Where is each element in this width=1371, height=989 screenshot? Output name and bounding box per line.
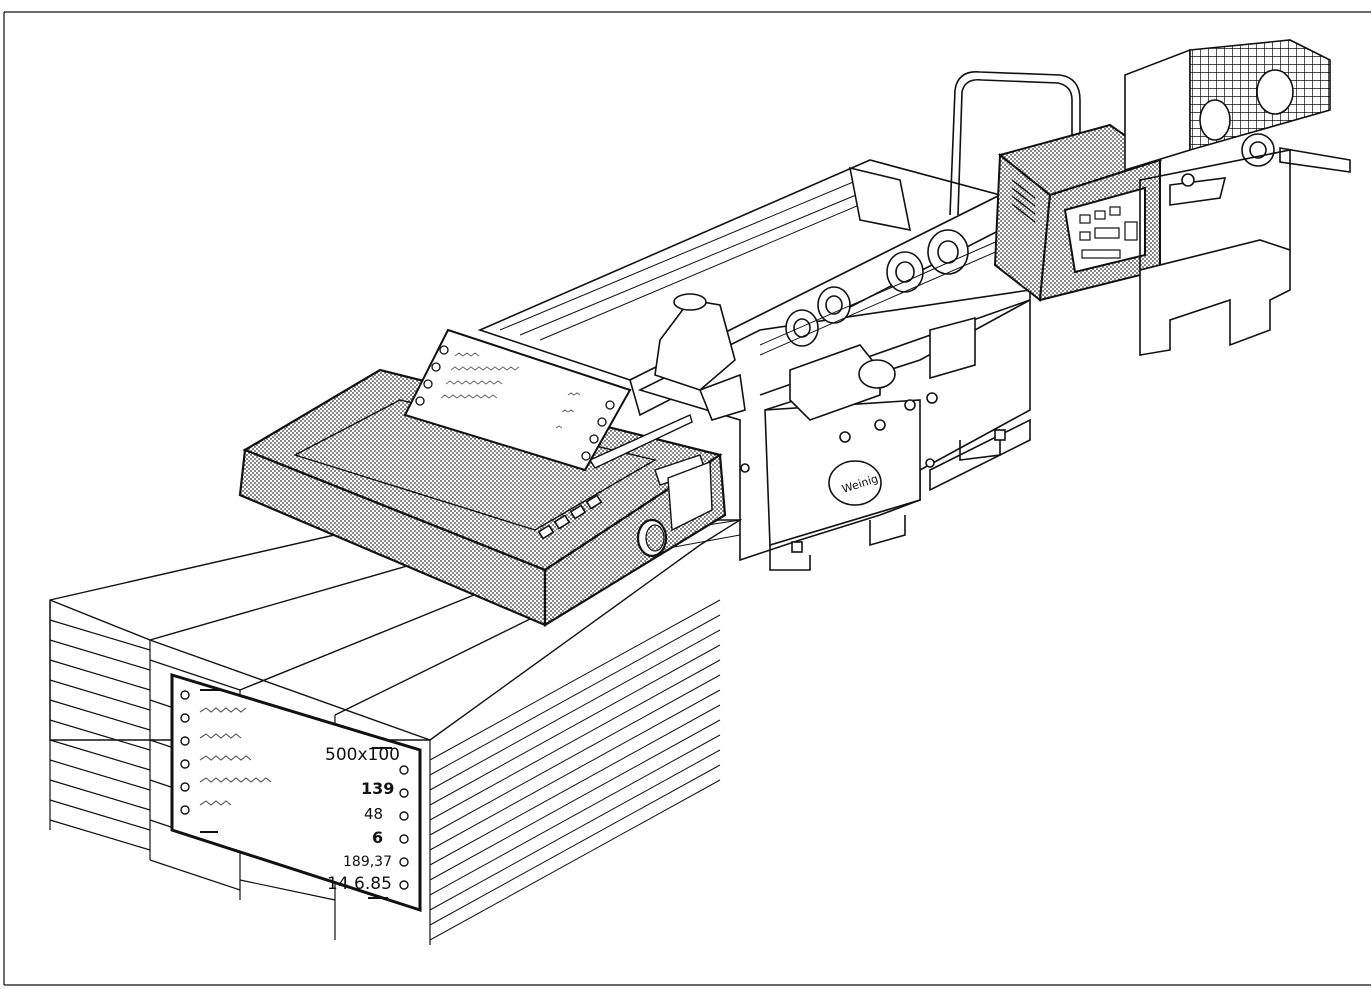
label-volume: 189,37: [343, 854, 392, 870]
label-dimension: 500x100: [325, 745, 400, 765]
border-frame: [3, 11, 1371, 986]
label-count: 139: [361, 779, 394, 798]
printer: [238, 368, 727, 627]
label-number: 6: [372, 828, 383, 847]
weinig-logo: Weinig: [828, 460, 882, 506]
label-date: 14.6.85: [327, 874, 392, 894]
printer-paper: [403, 328, 632, 472]
printout-label: ​ 500x100 139 48 6 189,37 14.6.85: [170, 672, 422, 913]
control-box: [993, 123, 1163, 302]
infeed-unit: [1124, 39, 1351, 356]
label-quantity: 48: [364, 805, 383, 823]
spindle-motors: [654, 229, 1001, 421]
